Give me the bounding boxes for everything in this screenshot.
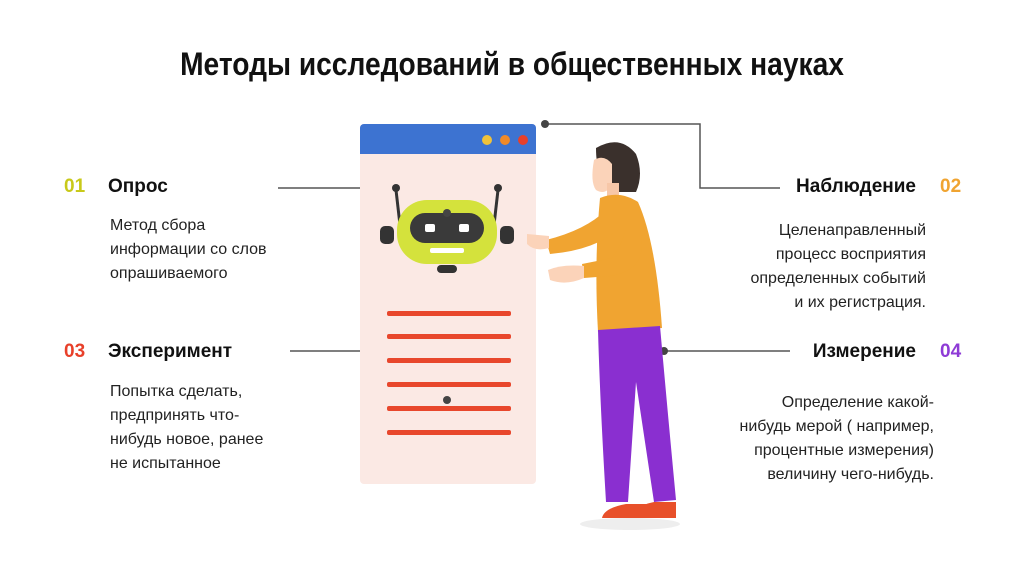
description-line: Определение какой- bbox=[781, 394, 934, 411]
window-dot-orange-icon bbox=[500, 135, 510, 145]
method-description-opros: Метод сбора информации со слов опрашивае… bbox=[110, 214, 267, 286]
window-dot-yellow-icon bbox=[482, 135, 492, 145]
connector-dot-03 bbox=[443, 396, 451, 404]
method-name-eksperiment: Эксперимент bbox=[108, 341, 233, 362]
connector-dot-01 bbox=[443, 209, 451, 217]
window-dot-red-icon bbox=[518, 135, 528, 145]
description-line: информации со слов bbox=[110, 241, 267, 258]
method-description-eksperiment: Попытка сделать, предпринять что- нибудь… bbox=[110, 380, 263, 476]
description-line: опрашиваемого bbox=[110, 265, 228, 282]
description-line: процентные измерения) bbox=[754, 442, 934, 459]
description-line: Целенаправленный bbox=[778, 222, 926, 239]
method-name-izmerenie: Измерение bbox=[812, 341, 916, 362]
page-title: Методы исследований в общественных наука… bbox=[180, 46, 844, 82]
method-name-nablyudenie: Наблюдение bbox=[796, 176, 916, 197]
robot-icon bbox=[380, 184, 514, 273]
app-window-illustration bbox=[360, 124, 536, 484]
description-line: Метод сбора bbox=[110, 217, 206, 234]
description-line: величину чего-нибудь. bbox=[767, 466, 934, 483]
description-line: Попытка сделать, bbox=[110, 383, 243, 400]
description-line: не испытанное bbox=[110, 455, 221, 472]
woman-illustration bbox=[527, 142, 680, 530]
description-line: предпринять что- bbox=[110, 407, 240, 424]
method-number-04: 04 bbox=[940, 341, 962, 362]
description-line: процесс восприятия bbox=[775, 246, 926, 263]
method-name-opros: Опрос bbox=[108, 176, 168, 197]
description-line: и их регистрация. bbox=[794, 294, 926, 311]
method-description-izmerenie: Определение какой- нибудь мерой ( наприм… bbox=[656, 391, 935, 487]
description-line: определенных событий bbox=[750, 270, 926, 287]
description-line: нибудь мерой ( например, bbox=[739, 418, 935, 435]
connector-dot-02 bbox=[541, 120, 549, 128]
method-number-02: 02 bbox=[940, 176, 962, 197]
text-lines-illustration bbox=[387, 311, 511, 435]
method-number-03: 03 bbox=[64, 341, 86, 362]
method-number-01: 01 bbox=[64, 176, 86, 197]
method-description-nablyudenie: Целенаправленный процесс восприятия опре… bbox=[676, 219, 926, 315]
description-line: нибудь новое, ранее bbox=[110, 431, 264, 448]
